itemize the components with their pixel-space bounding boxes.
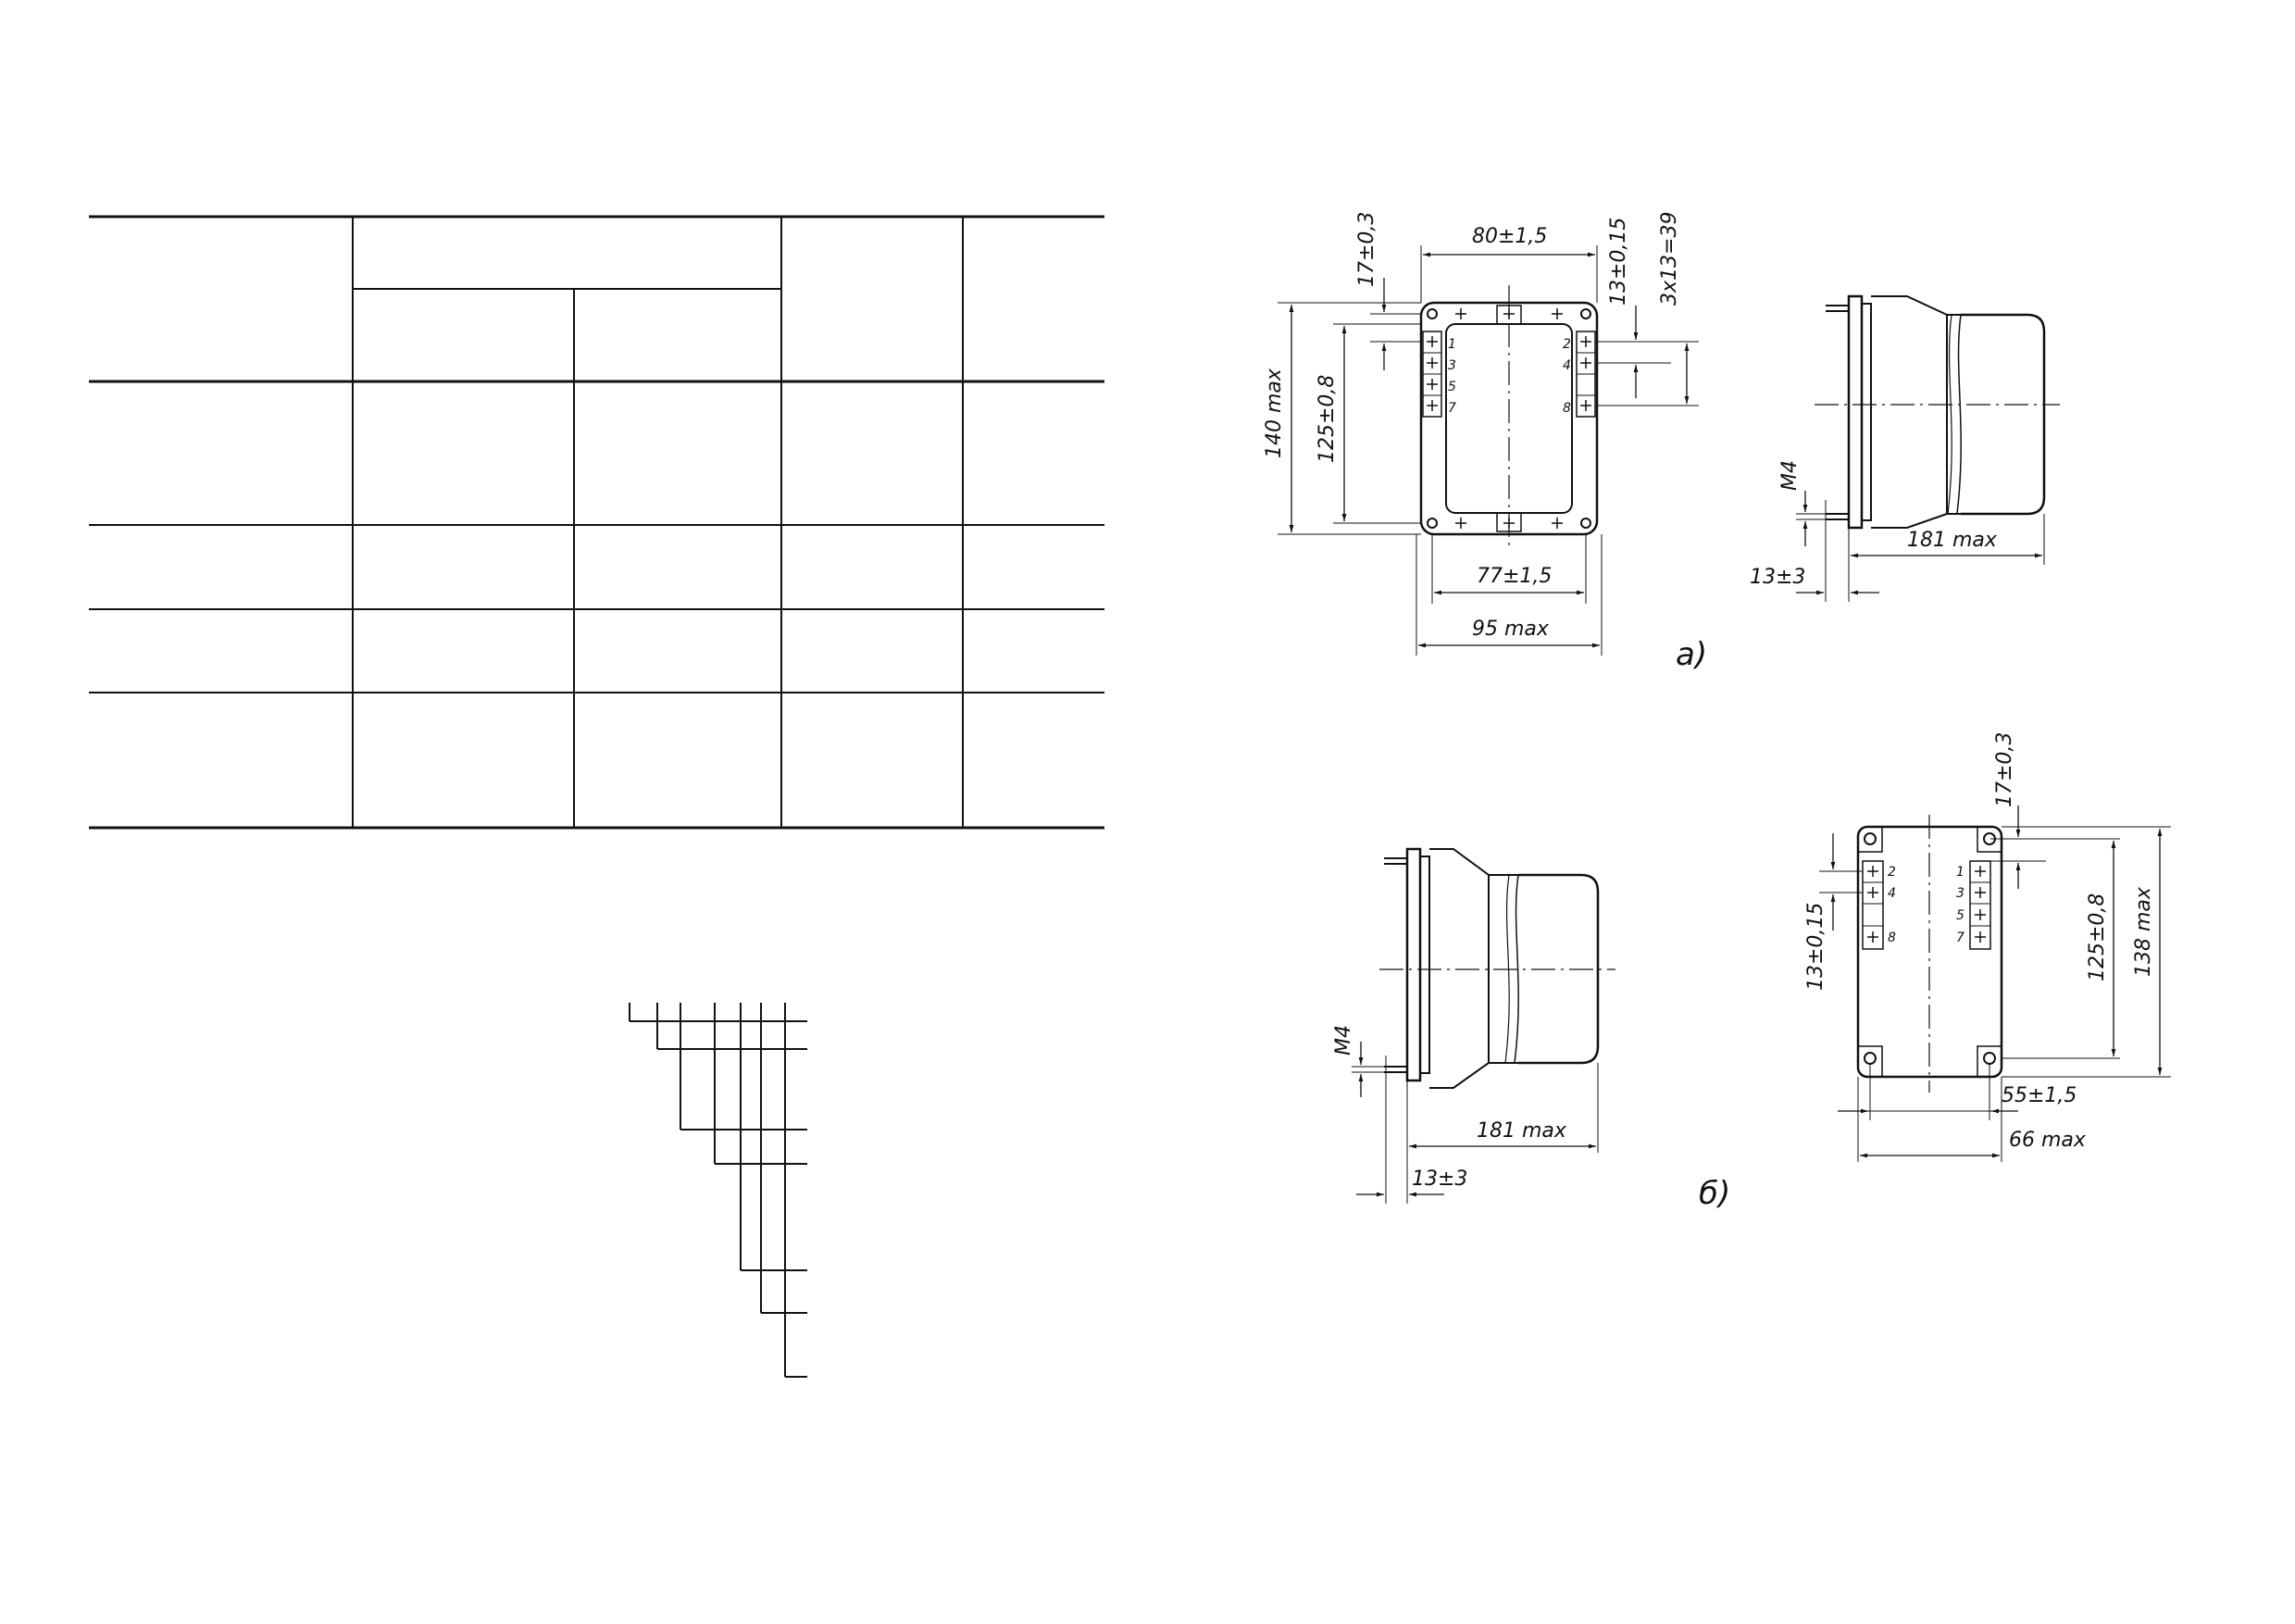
dim-tol-13: 13±0,15 (1804, 903, 1827, 991)
pin-label: 2 (1888, 865, 1896, 880)
drawing-a-side-labels: 181 max 13±3 M4 а) (1676, 460, 1998, 673)
drawing-a-front-view (1278, 245, 1699, 656)
dim-height-max: 138 max (2132, 886, 2155, 977)
pin-label: 7 (1956, 931, 1964, 945)
pin-label: 5 (1956, 908, 1964, 923)
dim-stud: 13±3 (1412, 1168, 1467, 1191)
dim-width-mount: 55±1,5 (2002, 1084, 2077, 1107)
drawing-b-side-labels: 181 max 13±3 M4 б) (1332, 1025, 1730, 1212)
pin-label: 4 (1888, 886, 1896, 901)
dim-height-mount: 125±0,8 (1316, 375, 1339, 463)
dim-depth-max: 181 max (1477, 1119, 1567, 1143)
drawing-b-side-view (1352, 849, 1615, 1204)
dim-tol-17: 17±0,3 (1355, 212, 1378, 287)
drawing-b-front-labels: 17±0,3 13±0,15 125±0,8 138 max 55±1,5 66… (1804, 732, 2155, 1152)
pin-label: 1 (1448, 337, 1456, 352)
dim-tol-17: 17±0,3 (1993, 732, 2016, 807)
pin-label: 5 (1448, 380, 1456, 394)
pin-label: 7 (1448, 401, 1456, 416)
drawing-a-front-labels: 80±1,5 77±1,5 95 max 140 max 125±0,8 17±… (1263, 212, 1681, 641)
pin-label: 2 (1563, 337, 1571, 352)
dim-stud: 13±3 (1750, 566, 1805, 589)
pin-label: 8 (1888, 931, 1896, 945)
caption-b: б) (1699, 1175, 1730, 1212)
dim-pitch: 3x13=39 (1658, 212, 1681, 306)
dim-height-mount: 125±0,8 (2086, 893, 2109, 981)
dim-width-max: 95 max (1472, 618, 1550, 641)
pin-label: 8 (1563, 401, 1571, 416)
pin-label: 1 (1956, 865, 1964, 880)
dim-depth-max: 181 max (1907, 529, 1998, 552)
pin-label: 4 (1563, 358, 1571, 373)
dim-tol-13: 13±0,15 (1607, 218, 1630, 306)
pin-label: 3 (1956, 886, 1964, 901)
drawing-b-front-view (1819, 806, 2171, 1162)
dim-width-max: 66 max (2009, 1129, 2087, 1152)
caption-a: а) (1676, 636, 1707, 673)
dim-thread: M4 (1778, 460, 1802, 491)
dim-height-max: 140 max (1263, 368, 1286, 458)
stair-diagram (630, 1003, 807, 1377)
drawing-a-side-view (1796, 296, 2060, 602)
dim-thread: M4 (1332, 1025, 1355, 1056)
pin-label: 3 (1448, 358, 1456, 373)
dim-width-mid: 80±1,5 (1472, 225, 1547, 248)
empty-table (89, 217, 1104, 828)
dim-width-mount: 77±1,5 (1477, 565, 1552, 588)
